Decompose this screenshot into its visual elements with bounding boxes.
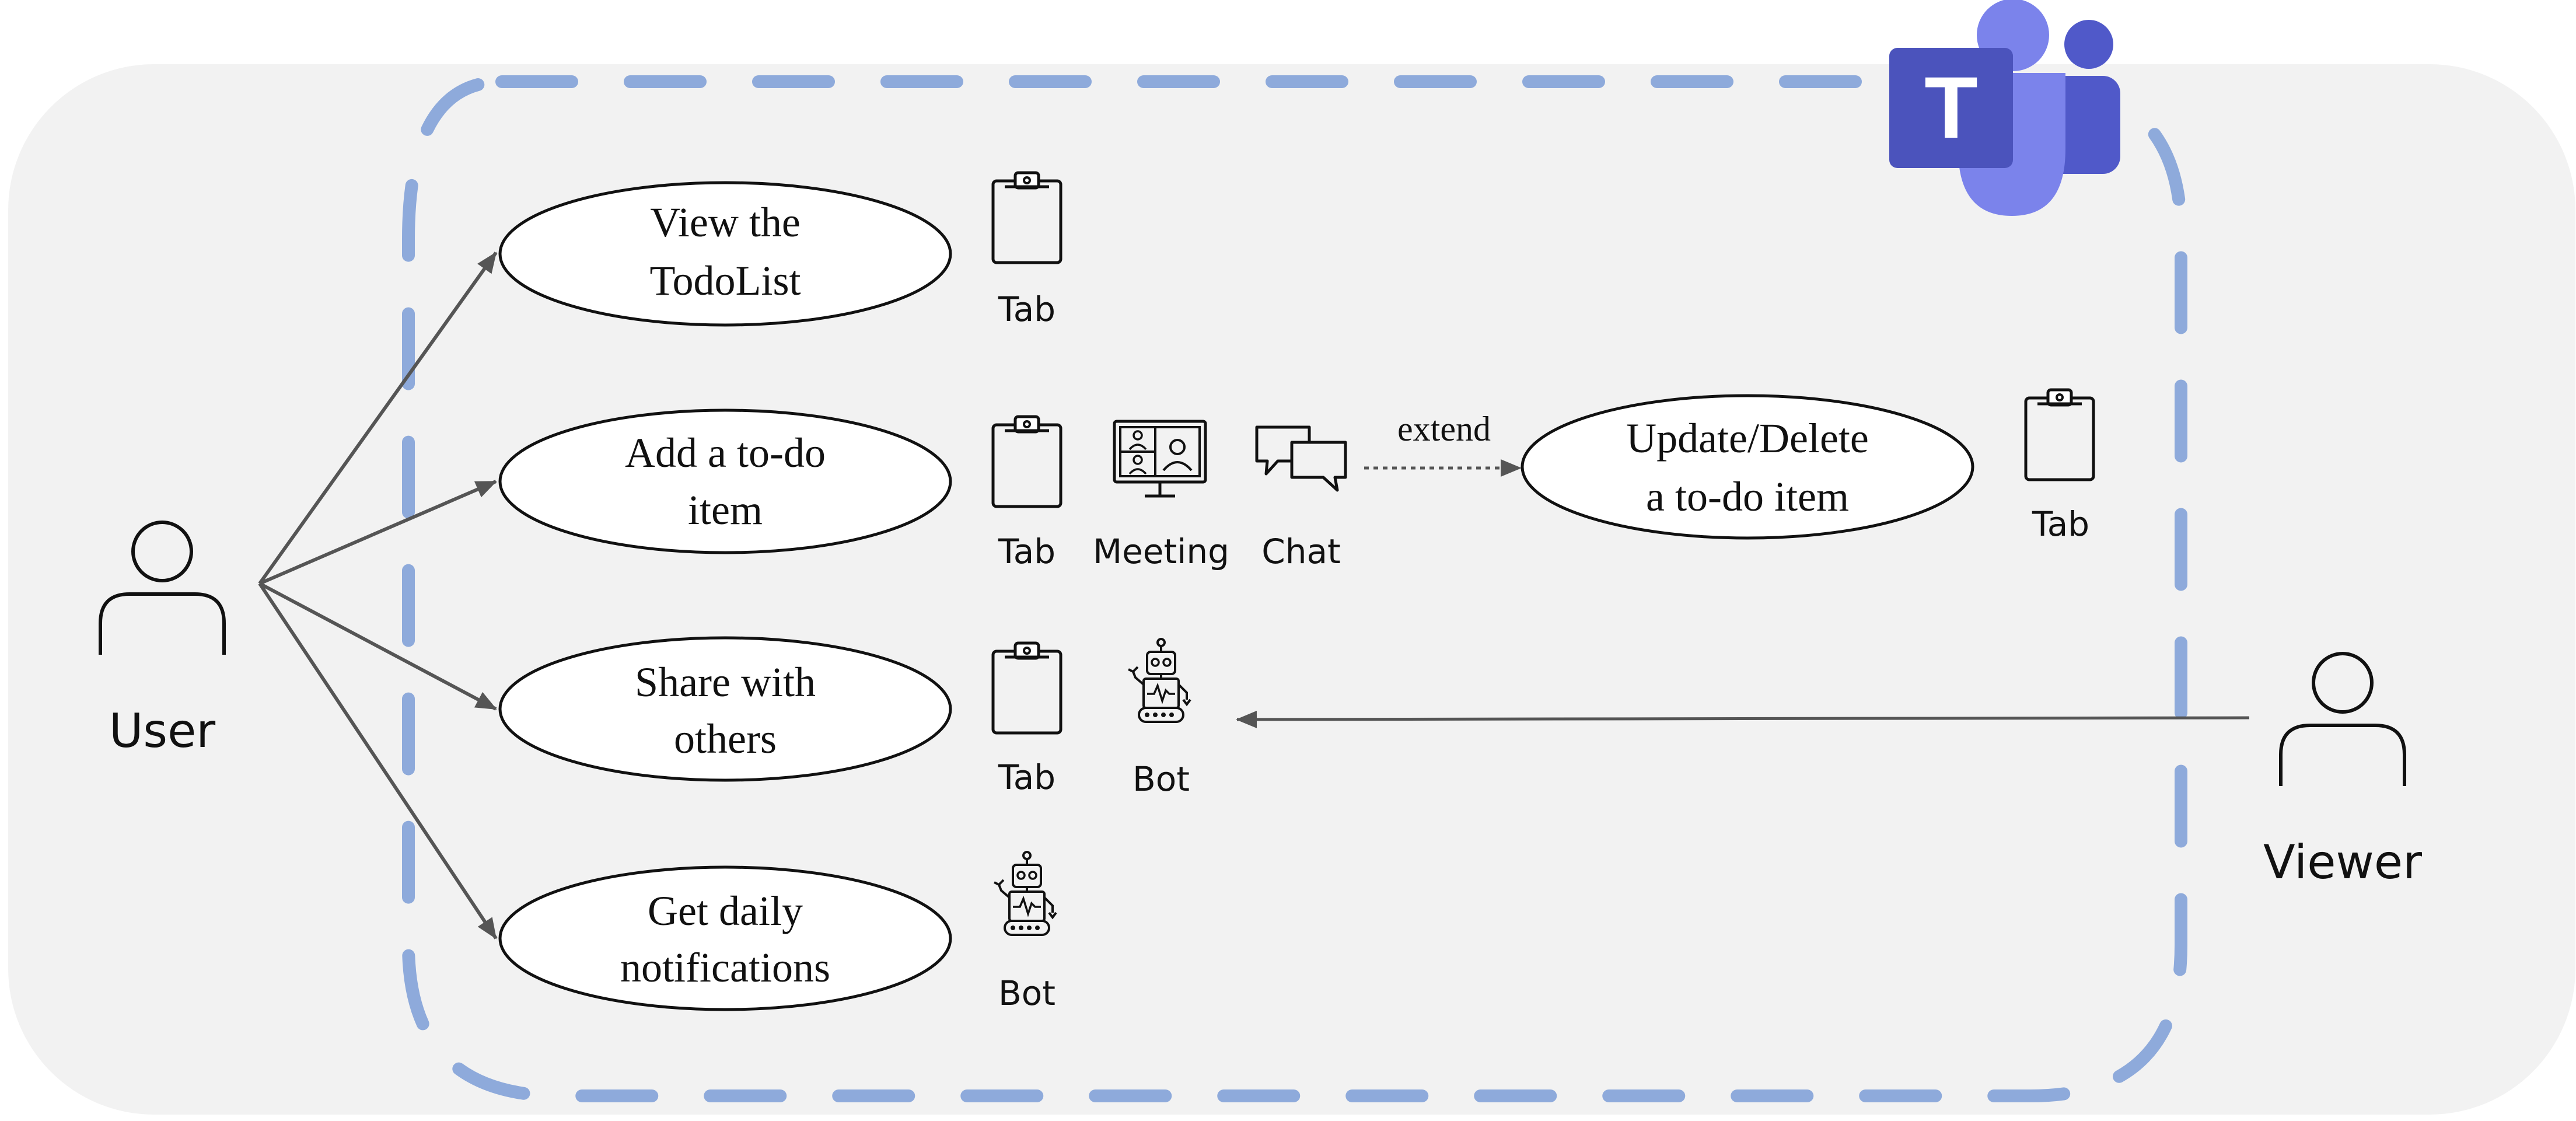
tab-label-row2: Tab — [998, 532, 1055, 571]
bot-label-row3: Bot — [1133, 759, 1190, 799]
use-case-add-line1: Add a to-do — [625, 429, 826, 476]
tab-label-row1: Tab — [998, 289, 1055, 329]
meeting-icon — [1113, 420, 1207, 498]
use-case-update-line1: Update/Delete — [1626, 415, 1869, 462]
association-notify — [258, 582, 498, 940]
association-add — [258, 480, 497, 585]
use-case-share-line1: Share with — [635, 659, 816, 706]
teams-logo-letter: T — [1924, 58, 1978, 156]
extend-label: extend — [1397, 410, 1491, 448]
actor-viewer-label: Viewer — [2263, 835, 2422, 889]
use-case-notify-line1: Get daily — [648, 888, 803, 934]
use-case-update-delete: Update/Delete a to-do item — [1521, 394, 1974, 540]
use-case-update-line2: a to-do item — [1646, 473, 1849, 520]
diagram-background — [8, 64, 2575, 1115]
use-case-view-line1: View the — [650, 199, 801, 246]
use-case-add-line2: item — [688, 487, 763, 533]
chat-label: Chat — [1261, 532, 1341, 571]
use-case-view-line2: TodoList — [650, 257, 801, 304]
actor-user-label: User — [109, 704, 215, 758]
viewer-to-bot-arrow — [1236, 710, 2250, 728]
use-case-share-line2: others — [674, 715, 777, 762]
meeting-label: Meeting — [1093, 532, 1229, 571]
teams-logo: T — [1889, 0, 2120, 216]
association-view — [258, 252, 498, 585]
association-share — [258, 582, 497, 711]
user-associations — [258, 252, 498, 940]
tab-label-row3: Tab — [998, 757, 1055, 797]
bot-label-row4: Bot — [998, 973, 1055, 1013]
use-case-view-todolist: View the TodoList — [498, 181, 952, 327]
tab-label-update: Tab — [2032, 504, 2089, 544]
chat-icon — [1255, 425, 1347, 492]
use-case-notify-line2: notifications — [620, 944, 830, 991]
system-boundary — [402, 75, 2187, 1102]
use-case-share: Share with others — [498, 636, 952, 782]
use-case-add-item: Add a to-do item — [498, 408, 952, 554]
use-case-notifications: Get daily notifications — [498, 865, 952, 1011]
